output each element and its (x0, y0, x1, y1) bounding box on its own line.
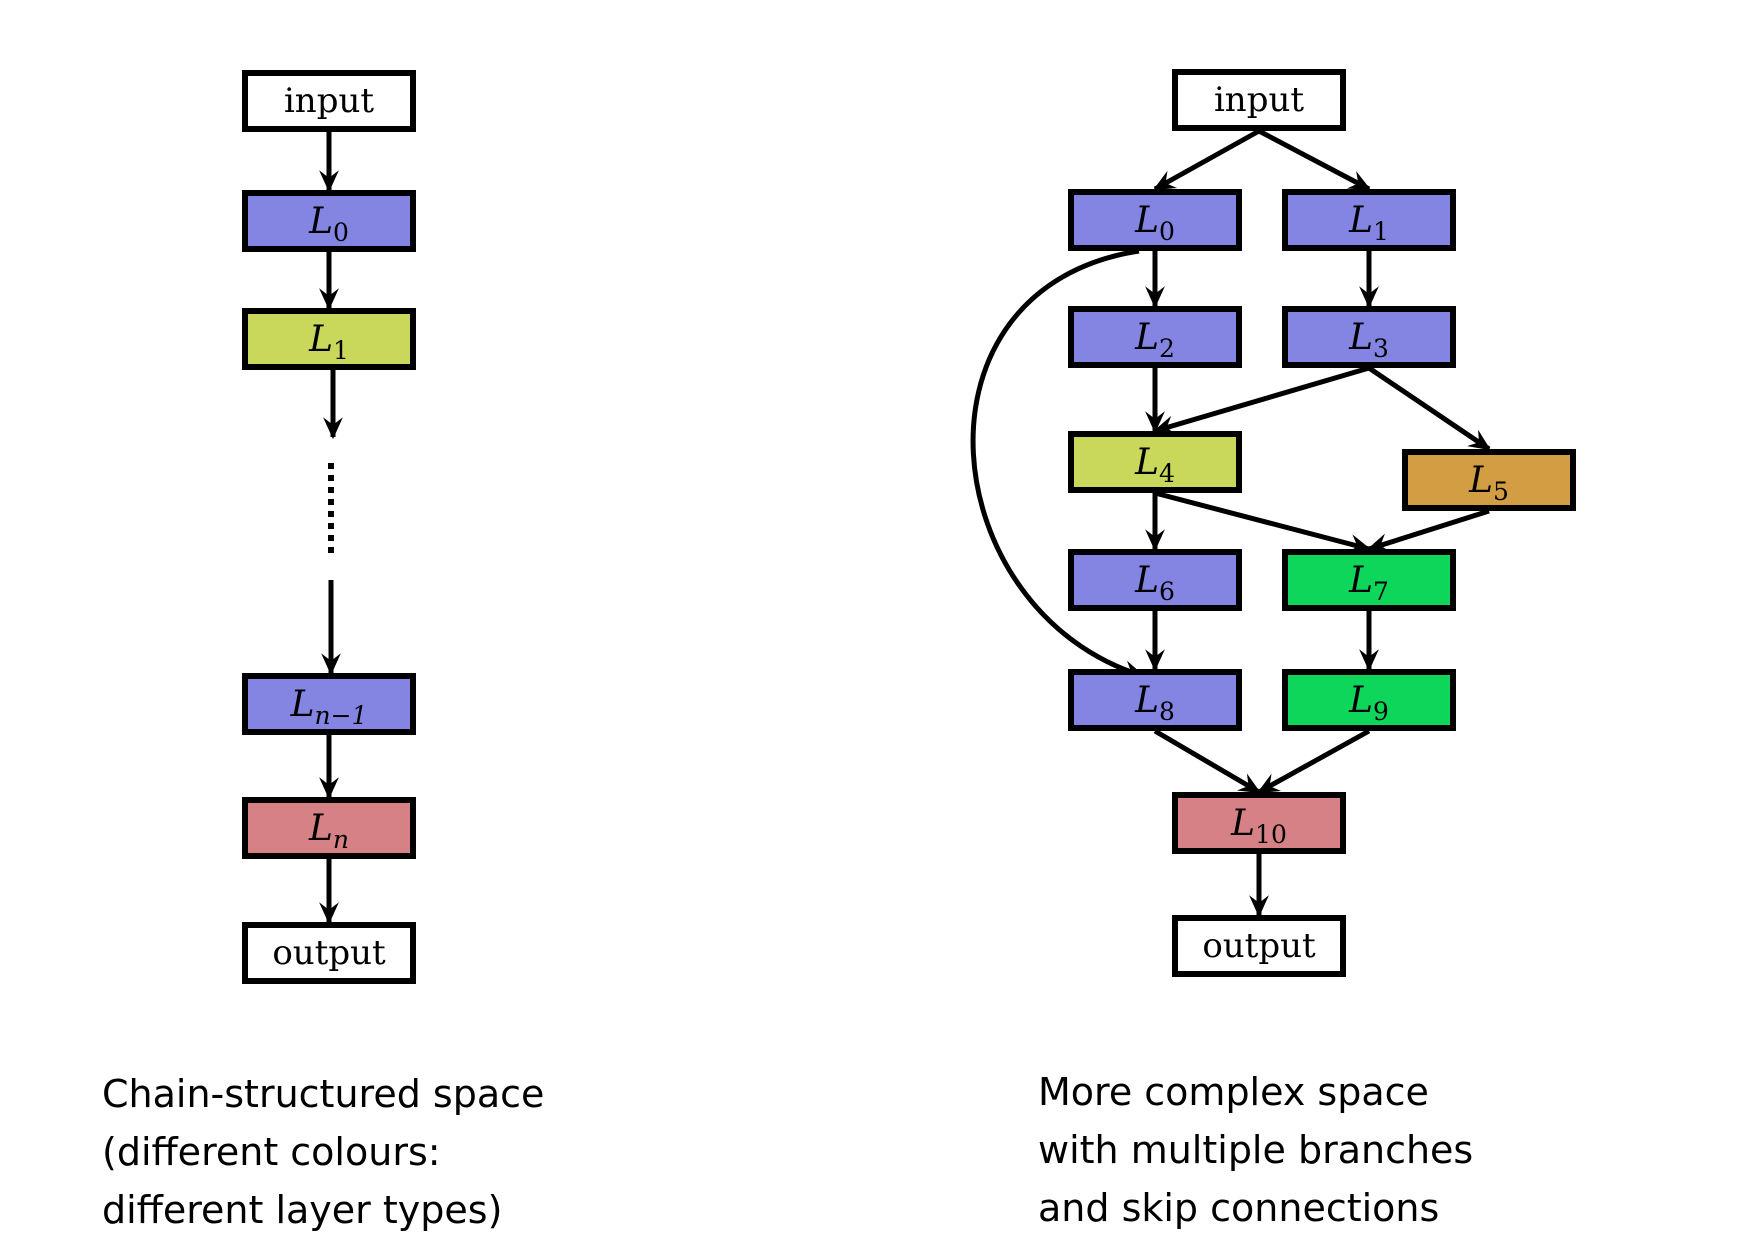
node-box (1068, 431, 1242, 493)
right-node-output: output (1172, 915, 1346, 977)
node-label: L2 (1134, 317, 1175, 363)
node-box (1172, 69, 1346, 131)
node-label: L5 (1468, 460, 1509, 506)
node-label: Ln−1 (290, 684, 368, 730)
left-node-l1: L1 (242, 308, 416, 370)
caption-left-line: (different colours: (102, 1130, 441, 1174)
right-node-l3: L3 (1282, 306, 1456, 368)
ellipsis-dot (328, 499, 334, 505)
node-label: L6 (1134, 560, 1175, 606)
node-box (1402, 449, 1576, 511)
caption-left-line: different layer types) (102, 1188, 503, 1232)
caption-right-line: and skip connections (1038, 1186, 1440, 1230)
ellipsis-dot (328, 511, 334, 517)
edge-l4-to-l7 (1154, 490, 1372, 554)
node-box (1282, 549, 1456, 611)
node-label: L0 (1134, 200, 1175, 246)
node-label: L10 (1230, 803, 1287, 849)
node-box (1068, 306, 1242, 368)
node-label: L7 (1348, 560, 1389, 606)
node-box (242, 797, 416, 859)
node-label: output (272, 933, 386, 973)
edge-input-to-l0 (1153, 128, 1261, 192)
caption-right-line: with multiple branches (1038, 1128, 1474, 1172)
node-box (242, 922, 416, 984)
node-box (242, 190, 416, 252)
ellipsis-dot (328, 463, 334, 469)
edge-l3-to-l4 (1152, 365, 1370, 435)
edge-input-to-l1 (1257, 128, 1371, 192)
edge-l3-to-l5 (1367, 365, 1491, 452)
node-box (242, 673, 416, 735)
node-box (1068, 189, 1242, 251)
left-edges (319, 132, 343, 925)
ellipsis-dot (328, 523, 334, 529)
node-label: L9 (1348, 680, 1389, 726)
node-label: L8 (1134, 680, 1175, 726)
right-node-l5: L5 (1402, 449, 1576, 511)
node-label: L4 (1134, 442, 1175, 488)
right-node-l10: L10 (1172, 792, 1346, 854)
skip-edge-l0-to-l8 (970, 248, 1146, 680)
node-label: input (1214, 80, 1304, 120)
ellipsis-dot (328, 487, 334, 493)
node-label: input (284, 81, 374, 121)
node-label: L1 (1348, 200, 1389, 246)
node-label: Ln (308, 808, 349, 854)
node-label: L0 (308, 201, 349, 247)
right-node-l9: L9 (1282, 669, 1456, 731)
node-label: L1 (308, 319, 349, 365)
left-node-output: output (242, 922, 416, 984)
caption-left: Chain-structured space (different colour… (102, 1065, 544, 1239)
node-box (1282, 669, 1456, 731)
left-node-ln: Ln (242, 797, 416, 859)
right-node-l7: L7 (1282, 549, 1456, 611)
left-node-input: input (242, 70, 416, 132)
node-box (1282, 306, 1456, 368)
right-edges (970, 128, 1491, 918)
right-node-l4: L4 (1068, 431, 1242, 493)
edge-l9-to-l10 (1257, 728, 1371, 795)
edge-l8-to-l10 (1153, 728, 1261, 795)
ellipsis-dots (328, 463, 334, 553)
node-box (1282, 189, 1456, 251)
caption-right-line: More complex space (1038, 1070, 1429, 1114)
node-label: output (1202, 926, 1316, 966)
right-node-input: input (1172, 69, 1346, 131)
left-node-ln-1: Ln−1 (242, 673, 416, 735)
node-box (1068, 549, 1242, 611)
right-node-l2: L2 (1068, 306, 1242, 368)
node-box (1068, 669, 1242, 731)
node-box (242, 70, 416, 132)
node-box (242, 308, 416, 370)
ellipsis-dot (328, 475, 334, 481)
right-node-l0: L0 (1068, 189, 1242, 251)
ellipsis-dot (328, 535, 334, 541)
ellipsis-dot (328, 547, 334, 553)
edge-l5-to-l7 (1366, 508, 1490, 553)
right-node-l1: L1 (1282, 189, 1456, 251)
right-node-l6: L6 (1068, 549, 1242, 611)
caption-right: More complex space with multiple branche… (1038, 1063, 1473, 1237)
node-label: L3 (1348, 317, 1389, 363)
node-box (1172, 915, 1346, 977)
left-node-l0: L0 (242, 190, 416, 252)
caption-left-line: Chain-structured space (102, 1072, 545, 1116)
right-node-l8: L8 (1068, 669, 1242, 731)
node-box (1172, 792, 1346, 854)
